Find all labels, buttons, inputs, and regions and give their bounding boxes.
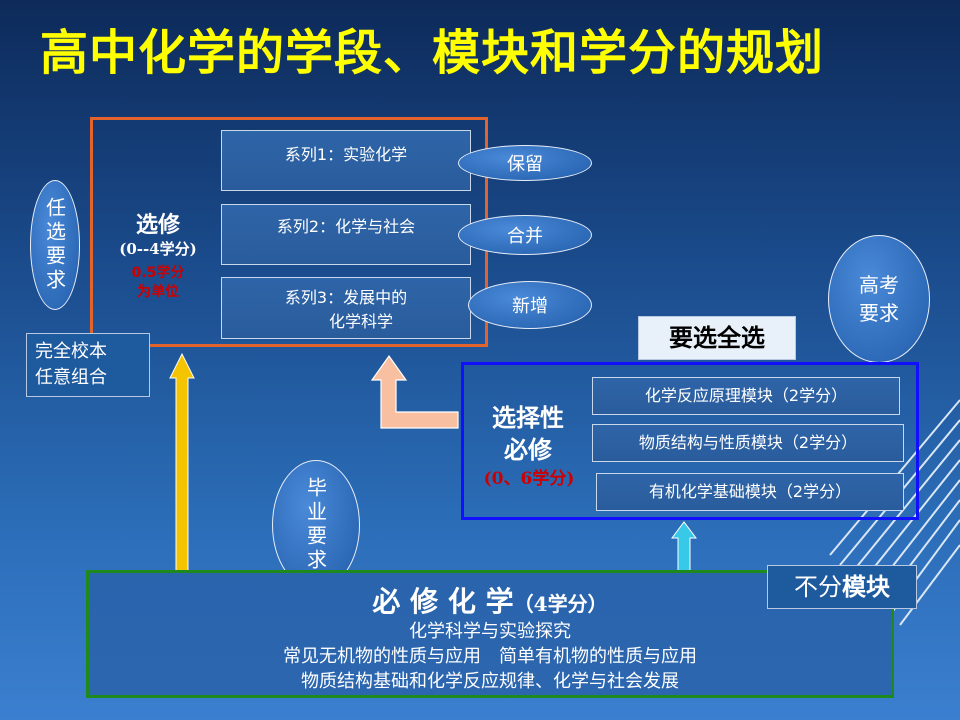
selective-heading-line1: 选择性 (492, 404, 564, 432)
required-credits: （4学分） (513, 592, 608, 616)
elective-credit-range: (0--4学分) (119, 240, 197, 258)
school-based-box: 完全校本 任意组合 (26, 333, 150, 397)
graduation-requirement-oval: 毕业要求 (272, 460, 360, 590)
elective-unit-line2: 为单位 (137, 284, 179, 300)
optional-requirement-text: 任选要求 (42, 197, 67, 293)
optional-requirement-oval: 任选要求 (30, 180, 80, 310)
school-based-line2: 任意组合 (35, 367, 107, 388)
school-based-line1: 完全校本 (35, 341, 107, 362)
gaokao-requirement-text: 高考要求 (859, 273, 899, 325)
selective-heading-line2: 必修 (504, 436, 552, 464)
series-3-box: 系列3：发展中的 化学科学 (221, 277, 471, 339)
selective-required-box (461, 362, 919, 520)
page-title: 高中化学的学段、模块和学分的规划 (40, 25, 825, 81)
tag-merge-oval: 合并 (458, 215, 592, 255)
elective-unit-line1: 0.5学分 (131, 265, 185, 281)
series-2-box: 系列2：化学与社会 (221, 204, 471, 265)
series-1-box: 系列1：实验化学 (221, 130, 471, 191)
module-structure-properties: 物质结构与性质模块（2学分） (592, 424, 904, 462)
cyan-up-arrow (671, 521, 697, 573)
tag-retain-oval: 保留 (458, 145, 592, 181)
gaokao-requirement-oval: 高考要求 (828, 235, 930, 363)
elective-heading: 选修 (135, 213, 180, 238)
series-3-text-line2: 化学科学 (328, 312, 393, 331)
required-heading-text: 必 修 化 学 (372, 585, 514, 618)
no-module-tag-part2: 模块 (842, 573, 890, 601)
tag-new-oval: 新增 (468, 281, 592, 329)
required-heading: 必 修 化 学（4学分） (86, 580, 894, 620)
peach-bent-arrow (370, 354, 459, 429)
module-reaction-principles: 化学反应原理模块（2学分） (592, 377, 900, 415)
series-1-text: 系列1：实验化学 (284, 145, 408, 164)
graduation-requirement-text: 毕业要求 (303, 477, 328, 573)
module-organic-basics: 有机化学基础模块（2学分） (596, 473, 904, 511)
required-chemistry-box (86, 570, 894, 698)
yellow-up-arrow (169, 352, 195, 573)
series-3-text-line1: 系列3：发展中的 (284, 288, 408, 307)
select-all-banner: 要选全选 (638, 316, 796, 360)
required-topic-line1: 化学科学与实验探究 (409, 621, 571, 642)
selective-credits: (0、6学分) (483, 469, 575, 489)
select-all-banner-text: 要选全选 (669, 324, 765, 352)
series-2-text: 系列2：化学与社会 (276, 217, 416, 236)
required-topic-line3: 物质结构基础和化学反应规律、化学与社会发展 (301, 671, 679, 692)
no-module-tag-part1: 不分 (794, 573, 842, 601)
required-topic-line2: 常见无机物的性质与应用 简单有机物的性质与应用 (283, 646, 697, 667)
no-module-tag: 不分模块 (767, 565, 917, 609)
